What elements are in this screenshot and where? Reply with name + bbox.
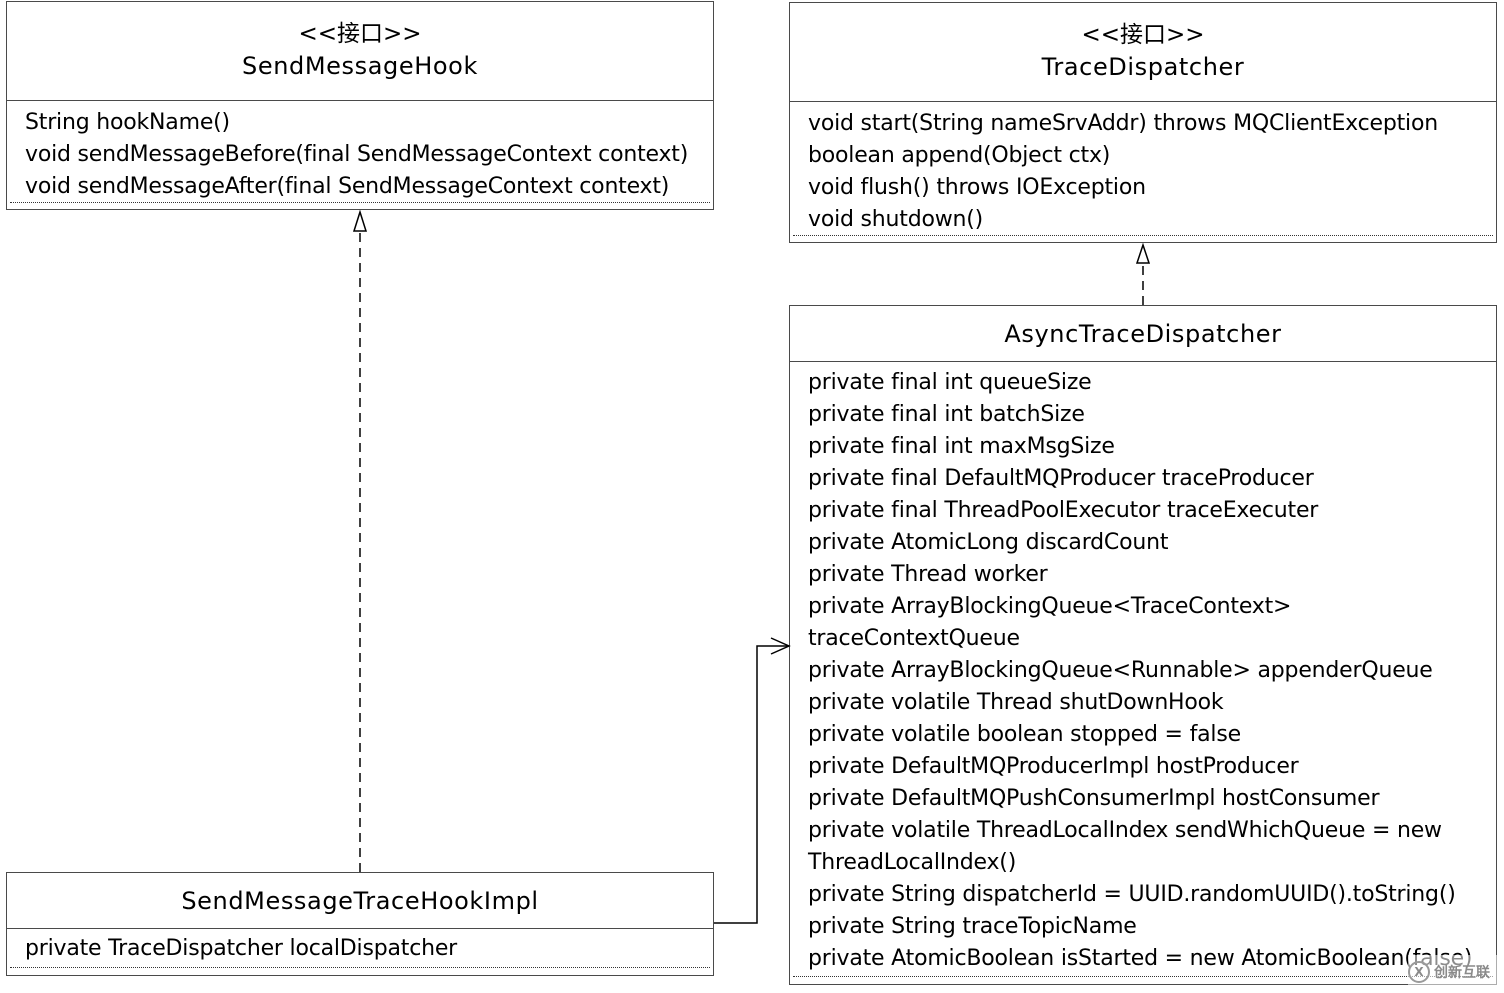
class-name: SendMessageHook: [242, 52, 478, 80]
field-row: private final int queueSize: [808, 370, 1092, 395]
class-send-message-hook: <<接口>> SendMessageHook String hookName()…: [6, 1, 714, 210]
field-row: private volatile ThreadLocalIndex sendWh…: [808, 818, 1442, 843]
method-send-message-after: void sendMessageAfter(final SendMessageC…: [25, 174, 670, 199]
hollow-triangle-arrowhead: [1135, 242, 1151, 264]
stereotype-label: <<接口>>: [1081, 22, 1205, 48]
open-arrowhead: [770, 637, 791, 655]
field-local-dispatcher: private TraceDispatcher localDispatcher: [25, 936, 458, 961]
field-row: private DefaultMQPushConsumerImpl hostCo…: [808, 786, 1380, 811]
field-row: private ArrayBlockingQueue<Runnable> app…: [808, 658, 1433, 683]
member-list: private final int queueSize private final…: [790, 362, 1496, 975]
class-name: TraceDispatcher: [1041, 53, 1245, 81]
field-row: private final DefaultMQProducer tracePro…: [808, 466, 1314, 491]
field-row: private String traceTopicName: [808, 914, 1137, 939]
field-row: private final int maxMsgSize: [808, 434, 1115, 459]
field-row: traceContextQueue: [808, 626, 1020, 651]
field-row: private String dispatcherId = UUID.rando…: [808, 882, 1456, 907]
method-shutdown: void shutdown(): [808, 207, 984, 232]
member-separator: [793, 976, 1493, 977]
field-row: private volatile boolean stopped = false: [808, 722, 1241, 747]
hollow-triangle-arrowhead: [352, 209, 368, 232]
method-hook-name: String hookName(): [25, 110, 230, 135]
member-list: private TraceDispatcher localDispatcher: [7, 929, 713, 965]
class-send-message-trace-hook-impl: SendMessageTraceHookImpl private TraceDi…: [6, 872, 714, 976]
watermark: X 创新互联: [1408, 955, 1504, 989]
class-header: <<接口>> TraceDispatcher: [790, 3, 1496, 102]
method-start: void start(String nameSrvAddr) throws MQ…: [808, 111, 1438, 136]
member-separator: [10, 202, 710, 203]
association-hook-impl-to-async: [714, 637, 791, 924]
member-list: void start(String nameSrvAddr) throws MQ…: [790, 102, 1496, 236]
watermark-text: 创新互联: [1434, 965, 1490, 981]
field-row: private DefaultMQProducerImpl hostProduc…: [808, 754, 1299, 779]
class-trace-dispatcher: <<接口>> TraceDispatcher void start(String…: [789, 2, 1497, 243]
field-row: ThreadLocalIndex(): [808, 850, 1017, 875]
member-list: String hookName() void sendMessageBefore…: [7, 101, 713, 203]
field-row: private final int batchSize: [808, 402, 1085, 427]
method-append: boolean append(Object ctx): [808, 143, 1111, 168]
class-name: SendMessageTraceHookImpl: [181, 886, 539, 915]
field-row: private Thread worker: [808, 562, 1048, 587]
field-row: private final ThreadPoolExecutor traceEx…: [808, 498, 1319, 523]
class-async-trace-dispatcher: AsyncTraceDispatcher private final int q…: [789, 305, 1497, 985]
member-separator: [793, 235, 1493, 236]
field-row: private volatile Thread shutDownHook: [808, 690, 1224, 715]
method-send-message-before: void sendMessageBefore(final SendMessage…: [25, 142, 689, 167]
class-header: <<接口>> SendMessageHook: [7, 2, 713, 101]
class-header: AsyncTraceDispatcher: [790, 306, 1496, 362]
stereotype-label: <<接口>>: [298, 21, 422, 47]
method-flush: void flush() throws IOException: [808, 175, 1146, 200]
class-name: AsyncTraceDispatcher: [1004, 319, 1282, 348]
field-row: private AtomicBoolean isStarted = new At…: [808, 946, 1473, 971]
watermark-logo-icon: X: [1408, 961, 1430, 983]
realization-async-to-trace-dispatcher: [1135, 242, 1151, 305]
field-row: private AtomicLong discardCount: [808, 530, 1169, 555]
member-separator: [10, 967, 710, 968]
class-header: SendMessageTraceHookImpl: [7, 873, 713, 929]
field-row: private ArrayBlockingQueue<TraceContext>: [808, 594, 1292, 619]
realization-hook-impl-to-hook: [352, 209, 368, 872]
